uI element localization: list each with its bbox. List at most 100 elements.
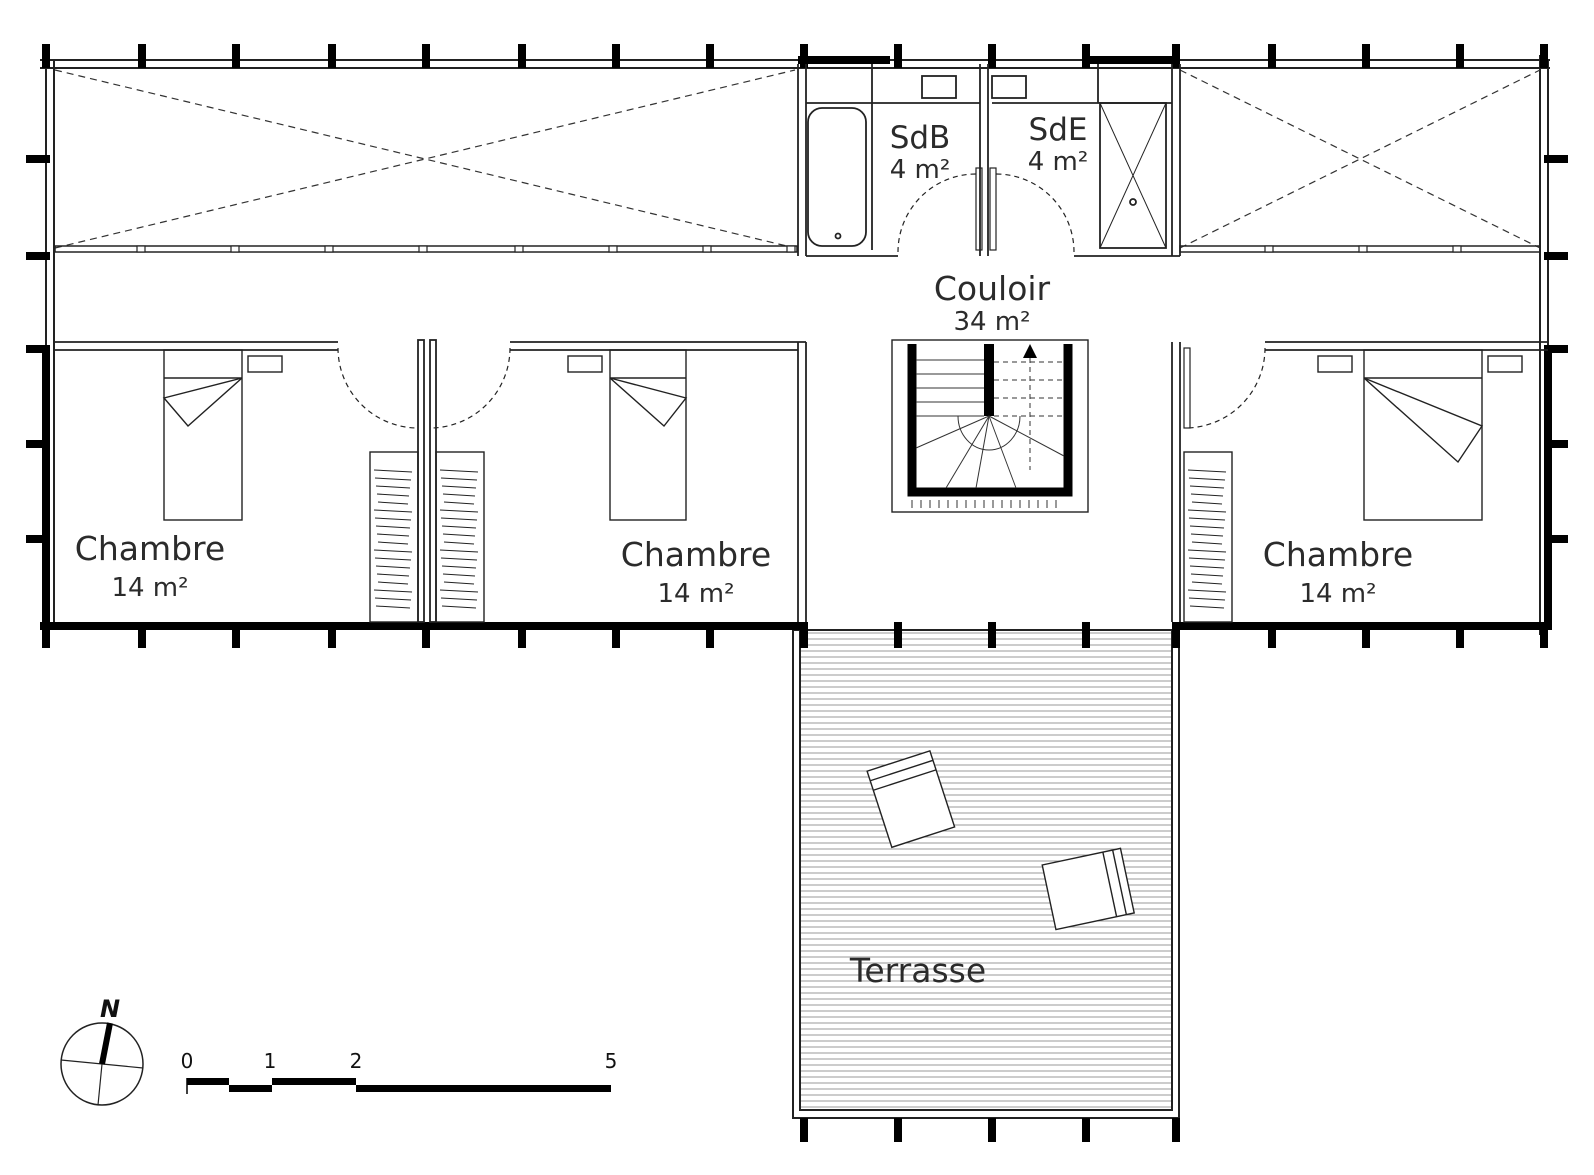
hanger xyxy=(441,565,477,569)
wall-post xyxy=(1544,440,1568,448)
room-area-sde: 4 m² xyxy=(1028,147,1089,177)
room-name-chambre-left: Chambre xyxy=(75,529,225,568)
hanger xyxy=(442,573,476,577)
hanger xyxy=(439,549,479,553)
wall-post xyxy=(26,252,50,260)
hanger xyxy=(376,493,410,497)
bed-left xyxy=(162,349,283,521)
wall-post xyxy=(1172,1118,1180,1142)
hanger xyxy=(1188,477,1226,481)
hanger xyxy=(373,509,413,513)
hanger xyxy=(1188,557,1226,561)
scale-tick-5: 5 xyxy=(605,1049,618,1073)
hanger xyxy=(1191,541,1223,545)
wall-post xyxy=(894,622,902,648)
railing-post xyxy=(1358,245,1368,253)
hanger xyxy=(439,589,479,593)
railing-post xyxy=(1452,245,1462,253)
wall-post xyxy=(1082,622,1090,648)
hanger xyxy=(1188,597,1226,601)
hanger xyxy=(1187,549,1227,553)
void-right xyxy=(1179,69,1541,249)
wall-post xyxy=(138,622,146,648)
hanger xyxy=(1189,565,1225,569)
wall-post xyxy=(1456,622,1464,648)
hanger xyxy=(1187,469,1227,473)
wall-post xyxy=(1456,44,1464,68)
hanger xyxy=(439,509,479,513)
wall-post xyxy=(328,44,336,68)
room-name-sdb: SdB xyxy=(890,120,951,156)
wall-post xyxy=(422,44,430,68)
staircase xyxy=(891,339,1089,513)
room-area-chambre-middle: 14 m² xyxy=(657,579,734,609)
hanger xyxy=(376,533,410,537)
hanger xyxy=(374,597,412,601)
wall-post xyxy=(1172,622,1180,648)
wall-post xyxy=(518,44,526,68)
railing-post xyxy=(418,245,428,253)
hanger xyxy=(441,525,477,529)
room-name-sde: SdE xyxy=(1029,112,1088,148)
terrace-chair-2 xyxy=(1041,847,1136,931)
wall-post xyxy=(42,622,50,648)
hanger xyxy=(440,597,478,601)
wall-post xyxy=(800,44,808,68)
room-name-chambre-right: Chambre xyxy=(1263,535,1413,574)
bed-right xyxy=(1317,349,1523,521)
hanger xyxy=(443,541,475,545)
hanger xyxy=(373,469,413,473)
hanger xyxy=(1187,589,1227,593)
hanger xyxy=(1188,517,1226,521)
wardrobes xyxy=(369,451,1233,623)
hanger xyxy=(374,557,412,561)
railing-post xyxy=(230,245,240,253)
hanger xyxy=(377,581,409,585)
wall-post xyxy=(1082,1118,1090,1142)
wall-post xyxy=(1544,535,1568,543)
wall-post xyxy=(894,44,902,68)
wall-post xyxy=(800,622,808,648)
wall-post xyxy=(232,622,240,648)
wall-post xyxy=(422,622,430,648)
wall-post xyxy=(1362,622,1370,648)
wall-post xyxy=(612,44,620,68)
hanger xyxy=(440,477,478,481)
hanger xyxy=(375,605,411,609)
hanger xyxy=(375,485,411,489)
railing-posts xyxy=(136,245,1462,253)
bathroom-block xyxy=(797,64,1181,257)
hanger xyxy=(1189,485,1225,489)
wall-post xyxy=(706,44,714,68)
hanger xyxy=(1191,581,1223,585)
railing-post xyxy=(608,245,618,253)
wall-post xyxy=(42,44,50,68)
scale-tick-2: 2 xyxy=(350,1049,363,1073)
hanger xyxy=(374,477,412,481)
hanger xyxy=(442,533,476,537)
railing-post xyxy=(324,245,334,253)
hanger xyxy=(376,573,410,577)
north-label: N xyxy=(100,995,120,1023)
wall-post xyxy=(1268,622,1276,648)
wall-post xyxy=(1268,44,1276,68)
room-area-chambre-right: 14 m² xyxy=(1299,579,1376,609)
wall-post xyxy=(800,1118,808,1142)
wall-post xyxy=(1544,155,1568,163)
wall-post xyxy=(1540,622,1548,648)
wall-post xyxy=(26,535,50,543)
wall-post xyxy=(328,622,336,648)
wall-post xyxy=(26,345,50,353)
hanger xyxy=(377,541,409,545)
hanger xyxy=(441,485,477,489)
hanger xyxy=(375,525,411,529)
hanger xyxy=(1190,533,1224,537)
north-compass: N xyxy=(60,995,144,1106)
hanger xyxy=(1190,493,1224,497)
hanger xyxy=(377,501,409,505)
bed-middle xyxy=(567,349,688,521)
room-name-couloir: Couloir xyxy=(934,269,1051,308)
wall-post xyxy=(988,44,996,68)
wall-post xyxy=(706,622,714,648)
room-area-chambre-left: 14 m² xyxy=(111,573,188,603)
